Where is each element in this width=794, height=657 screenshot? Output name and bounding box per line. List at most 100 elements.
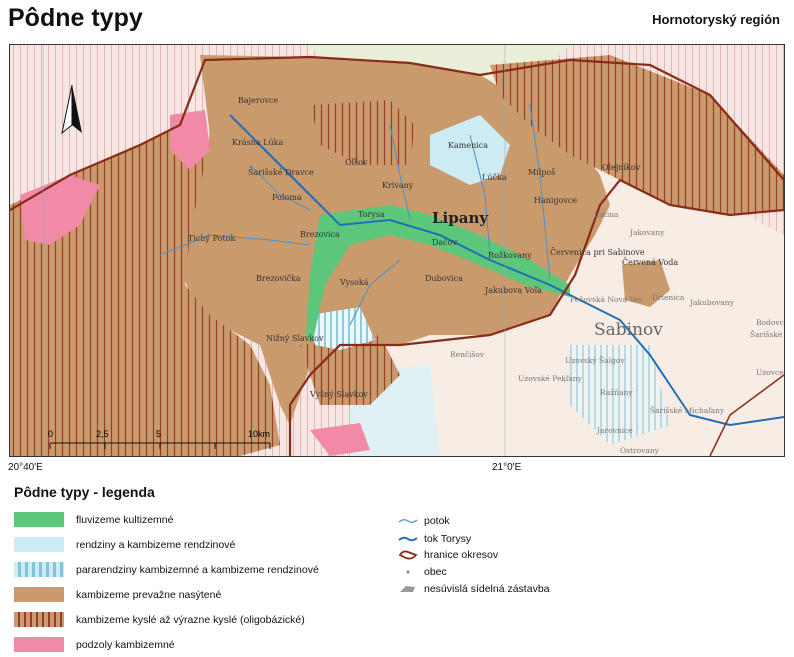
legend-swatch	[14, 612, 64, 627]
legend-item-kambizeme-kysle: kambizeme kyslé až výrazne kyslé (oligob…	[14, 612, 305, 627]
legend-label: tok Torysy	[424, 533, 472, 545]
legend-item-fluvizeme: fluvizeme kultizemné	[14, 512, 173, 527]
legend-label: pararendziny kambizemné a kambizeme rend…	[76, 563, 319, 576]
scale-tick-10: 10km	[248, 429, 270, 439]
village-label[interactable]: Milpoš	[528, 168, 555, 177]
settlement-symbol-icon	[398, 583, 418, 595]
soil-podzoly-south	[310, 423, 370, 456]
stream-4	[529, 104, 551, 281]
outer-village-label[interactable]: Drienica	[652, 293, 685, 302]
village-label[interactable]: Nižný Slavkov	[266, 334, 324, 343]
scale-tick-0: 0	[48, 429, 53, 439]
village-label[interactable]: Jakubova Voľa	[484, 286, 542, 295]
legend-item-kambizeme-nasytene: kambizeme prevažne nasýtené	[14, 587, 221, 602]
village-label[interactable]: Šarišské Dravce	[248, 168, 314, 177]
river-torysa	[229, 114, 784, 427]
village-label[interactable]: Lúčka	[482, 173, 507, 182]
village-label[interactable]: Kamenica	[448, 141, 488, 150]
town-lipany[interactable]: Lipany	[432, 209, 489, 227]
outer-village-label[interactable]: Ostrovany	[620, 446, 660, 455]
soil-pararendziny	[310, 307, 375, 350]
outer-village-label[interactable]: Jakovany	[629, 228, 665, 237]
village-label[interactable]: Červená Voda	[622, 258, 678, 267]
outer-village-label[interactable]: Uzovský Šalgov	[565, 356, 625, 365]
village-label[interactable]: Olejníkov	[602, 163, 641, 172]
scale-tick-2-5: 2,5	[96, 429, 109, 439]
village-label[interactable]: Dačov	[432, 238, 457, 247]
legend-swatch	[14, 637, 64, 652]
outer-village-label[interactable]: Uzovce	[756, 368, 784, 377]
village-label[interactable]: Červenica pri Sabinove	[550, 248, 645, 257]
village-label[interactable]: Vysoká	[339, 278, 369, 287]
legend-label: fluvizeme kultizemné	[76, 513, 174, 526]
village-label[interactable]: Krivany	[382, 181, 414, 190]
legend-item-zastavba: nesúvislá sídelná zástavba	[398, 583, 550, 595]
outside-lowland-area	[370, 165, 784, 456]
village-label[interactable]: Bajerovce	[238, 96, 279, 105]
village-label[interactable]: Brezovica	[300, 230, 340, 239]
legend-swatch	[14, 587, 64, 602]
outer-village-label[interactable]: Jakubovany	[689, 298, 735, 307]
north-arrow-icon	[61, 84, 82, 135]
stream-3	[469, 134, 491, 256]
legend-swatch	[14, 512, 64, 527]
stream-symbol-icon	[398, 515, 418, 527]
village-label[interactable]: Dubovica	[425, 274, 463, 283]
soil-rendziny-north	[430, 115, 510, 185]
town-sabinov[interactable]: Sabinov	[594, 320, 663, 340]
soil-kambizeme-kysle-south	[300, 335, 400, 405]
district-boundary	[10, 55, 784, 456]
legend-item-obec: obec	[398, 566, 447, 578]
legend-swatch	[14, 537, 64, 552]
legend-label: kambizeme kyslé až výrazne kyslé (oligob…	[76, 613, 305, 626]
soil-fluvizeme	[306, 205, 570, 345]
page-title: Pôdne typy	[8, 4, 143, 32]
village-label[interactable]: Torysa	[358, 210, 385, 219]
legend-swatch	[14, 562, 64, 577]
stream-6	[249, 164, 311, 211]
legend-label: kambizeme prevažne nasýtené	[76, 588, 222, 601]
village-label[interactable]: Poloma	[272, 193, 302, 202]
outer-village-label[interactable]: Renčišov	[450, 350, 485, 359]
legend-label: podzoly kambizemné	[76, 638, 175, 651]
legend-item-rendziny: rendziny a kambizeme rendzinové	[14, 537, 235, 552]
village-label[interactable]: Krásna Lúka	[232, 138, 283, 147]
river-symbol-icon	[398, 533, 418, 545]
village-label[interactable]: Oľšov	[345, 158, 368, 167]
village-label[interactable]: Brezovička	[256, 274, 301, 283]
region-name: Hornotoryský región	[652, 12, 780, 27]
outer-village-label[interactable]: Jarovnice	[596, 426, 633, 435]
outer-village-label[interactable]: Šarišské Michaľany	[650, 406, 725, 415]
legend-label: nesúvislá sídelná zástavba	[424, 583, 550, 595]
district-boundary-east	[709, 374, 784, 456]
outer-village-label[interactable]: Pečovská Nová Ves	[570, 295, 643, 304]
outer-village-label[interactable]: Ražňany	[600, 388, 633, 397]
village-label[interactable]: Rožkovany	[488, 251, 532, 260]
scale-tick-5: 5	[156, 429, 161, 439]
outer-village-label[interactable]: Uzovské Pekľany	[518, 374, 583, 383]
legend-label: hranice okresov	[424, 549, 499, 561]
boundary-symbol-icon	[398, 549, 418, 561]
village-label[interactable]: Tichý Potok	[188, 234, 235, 243]
outer-village-label[interactable]: Bodovce	[756, 318, 784, 327]
outer-village-label[interactable]: Šarišské Sokolovce	[750, 330, 784, 339]
legend-label: potok	[424, 515, 450, 527]
legend-item-potok: potok	[398, 515, 450, 527]
village-label[interactable]: Hanigovce	[534, 196, 577, 205]
stream-1	[159, 234, 311, 256]
legend-item-hranice: hranice okresov	[398, 549, 498, 561]
legend-item-pararendziny: pararendziny kambizemné a kambizeme rend…	[14, 562, 319, 577]
legend-title: Pôdne typy - legenda	[14, 484, 155, 500]
outer-village-label[interactable]: Lutina	[594, 210, 619, 219]
coord-20-40: 20°40'E	[8, 462, 43, 473]
legend-item-podzoly: podzoly kambizemné	[14, 637, 175, 652]
village-label[interactable]: Vyšný Slavkov	[309, 390, 368, 399]
stream-5	[349, 259, 401, 326]
legend-item-tok-torysy: tok Torysy	[398, 533, 471, 545]
outside-pararendzina-area	[570, 345, 670, 445]
scale-bar: 0 2,5 5 10km	[48, 429, 271, 449]
